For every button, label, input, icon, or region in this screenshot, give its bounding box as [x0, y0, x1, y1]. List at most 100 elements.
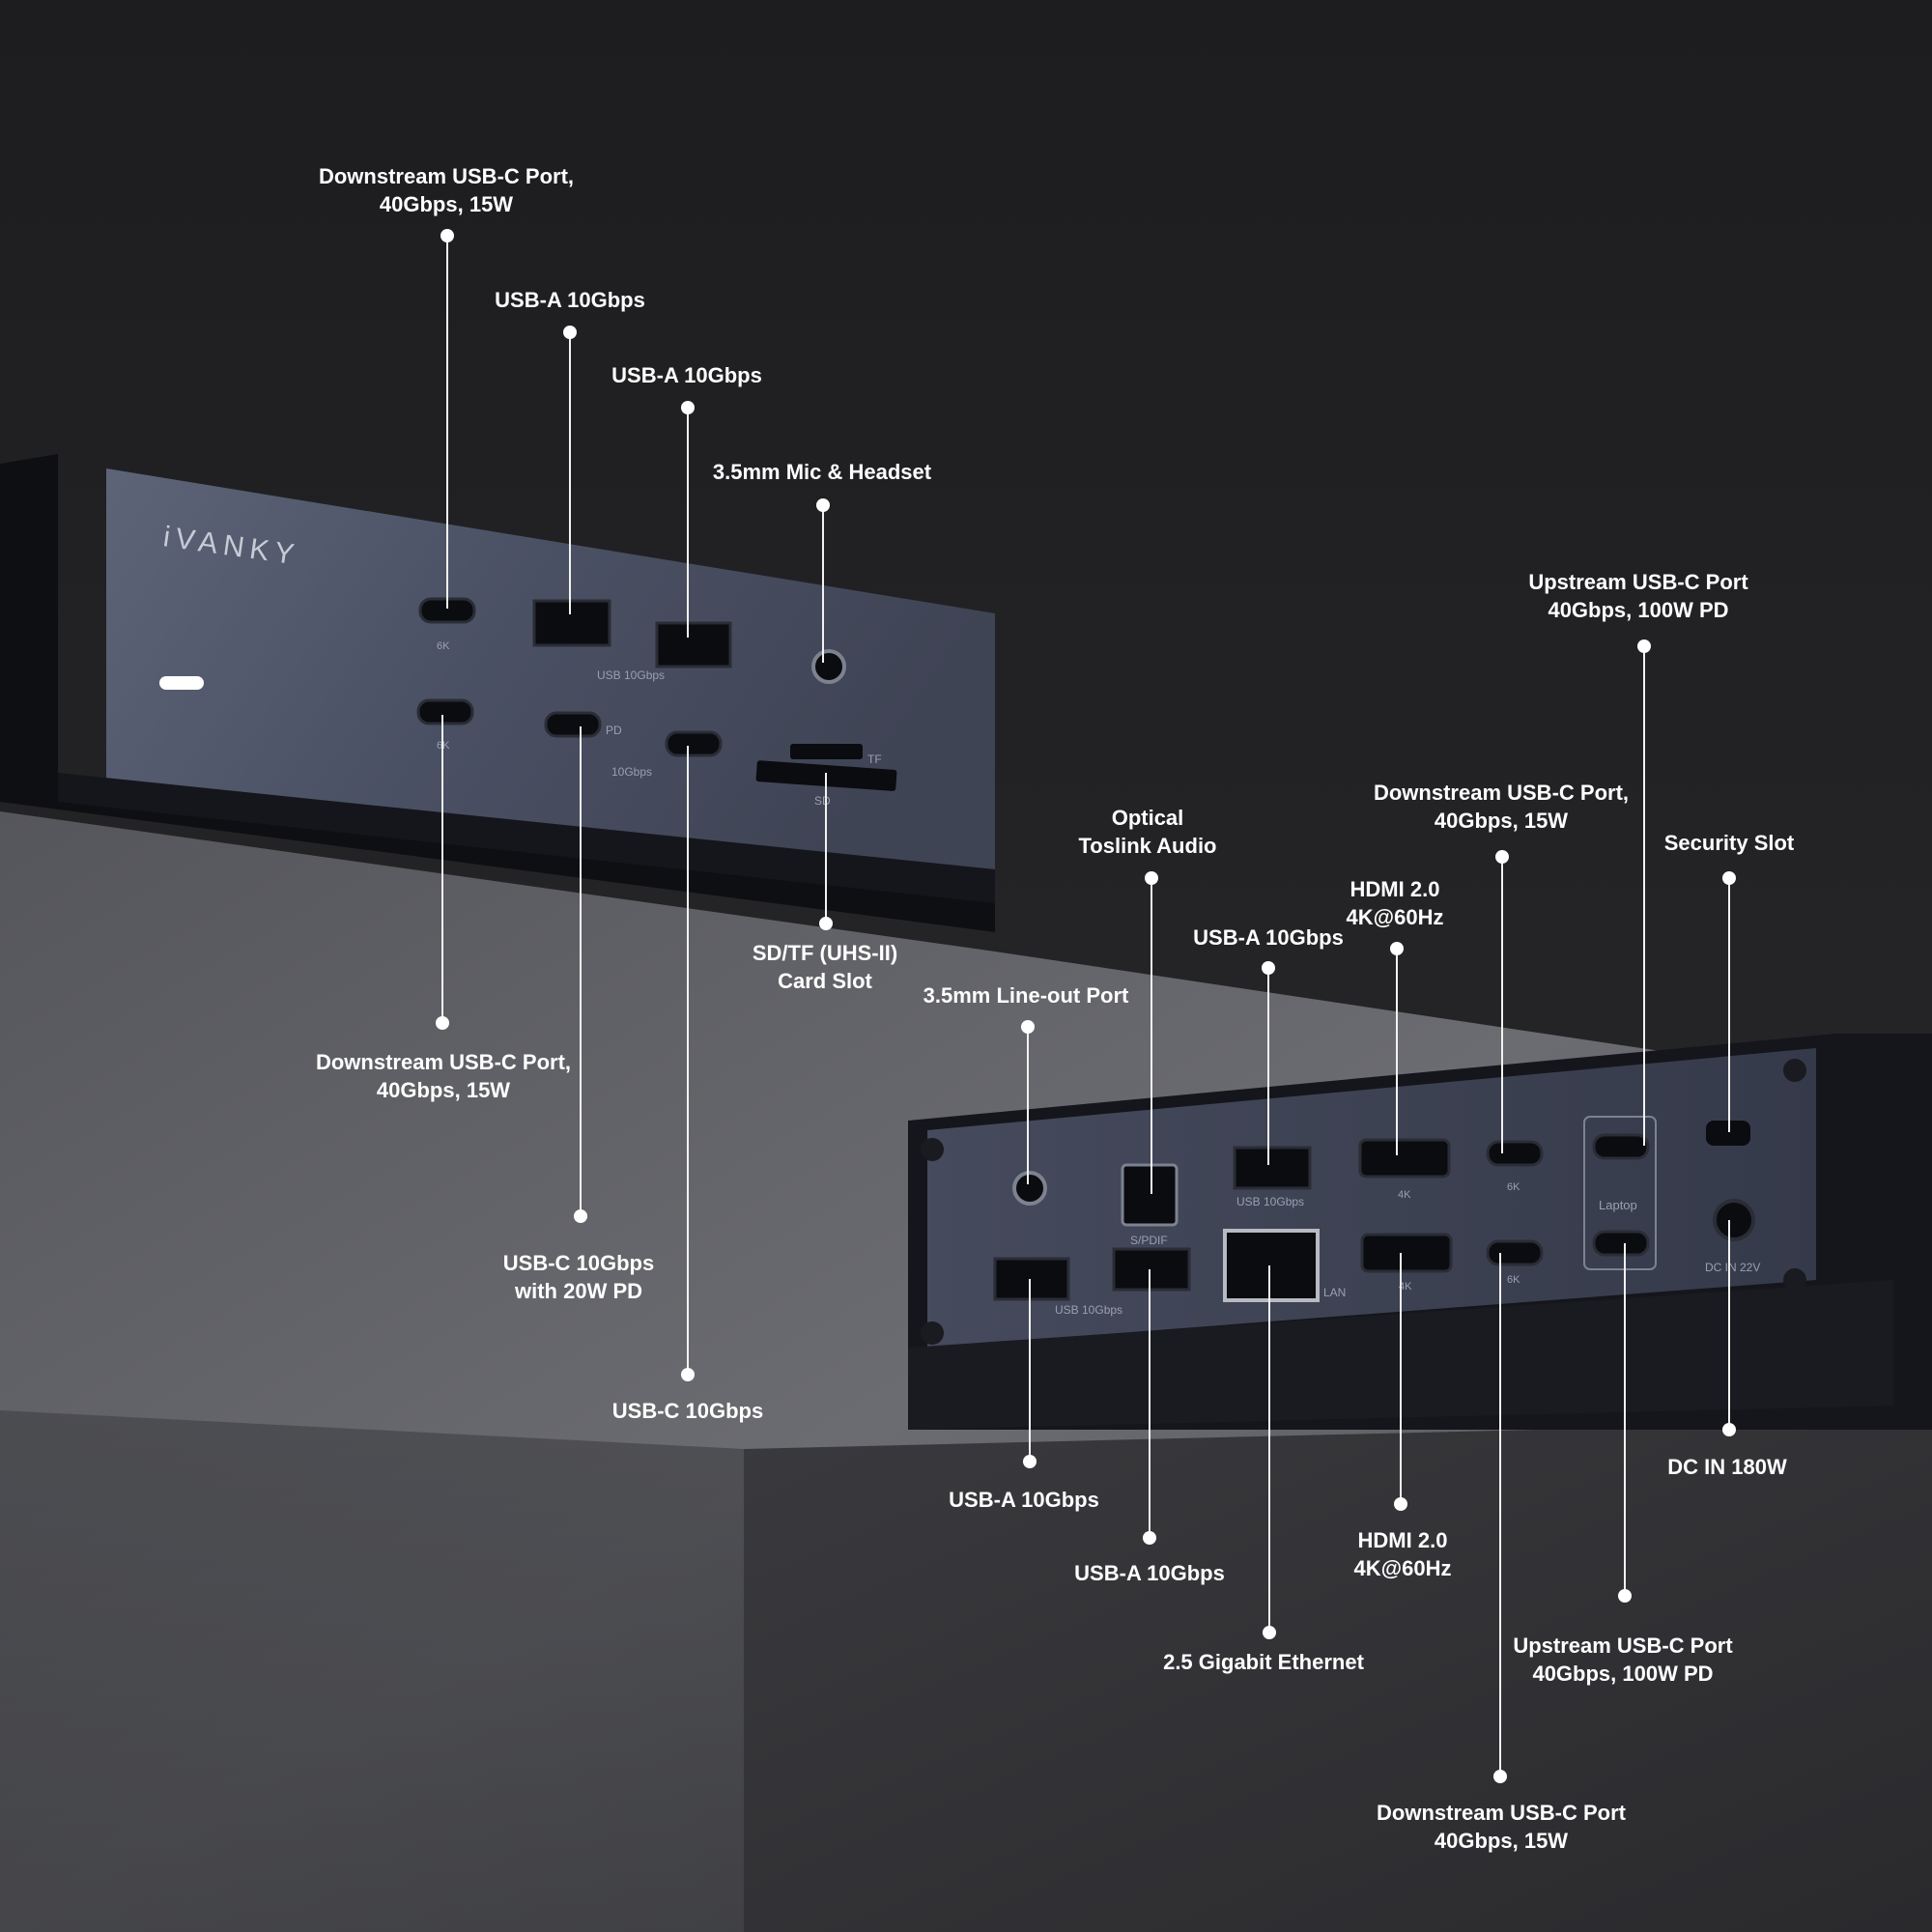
- rear-upstream-port-top: [1592, 1133, 1650, 1160]
- front-usbc-10g-leader-dot: [681, 1368, 695, 1381]
- rear-screw-br: [1783, 1268, 1806, 1292]
- front-usb-mark: USB 10Gbps: [597, 668, 665, 682]
- rear-security-label: Security Slot: [1664, 829, 1794, 857]
- rear-usba-top-leader-line: [1267, 968, 1269, 1165]
- front-usbc-pd-port: [544, 711, 602, 738]
- front-usbc-port-bottom: [416, 698, 474, 725]
- front-10g-mark: 10Gbps: [611, 765, 652, 779]
- front-usba-2-leader-line: [687, 408, 689, 638]
- front-usbc-10g-label-line: USB-C 10Gbps: [611, 1399, 764, 1423]
- rear-ethernet-port: [1223, 1229, 1320, 1302]
- front-dock-bottom-edge: [58, 773, 995, 903]
- front-tf-mark: TF: [867, 753, 882, 766]
- rear-dc-label-line: DC IN 180W: [1667, 1455, 1787, 1479]
- rear-usba-left-leader-line: [1029, 1279, 1031, 1462]
- rear-downstream-top-label-line: Downstream USB-C Port,: [1373, 781, 1630, 805]
- rear-upstream-bottom-leader-line: [1624, 1243, 1626, 1596]
- rear-hdmi-bottom-label-line: HDMI 2.0: [1357, 1528, 1448, 1552]
- front-usbc-down-bottom-label: Downstream USB-C Port,40Gbps, 15W: [316, 1048, 571, 1104]
- rear-screw-tr: [1783, 1059, 1806, 1082]
- rear-usba-mid-leader-dot: [1143, 1531, 1156, 1545]
- rear-dc-mark: DC IN 22V: [1705, 1261, 1760, 1274]
- front-6k-mark-bottom: 6K: [437, 740, 450, 752]
- front-sd-tf-leader-dot: [819, 917, 833, 930]
- rear-downstream-top-label: Downstream USB-C Port, 40Gbps, 15W: [1374, 779, 1629, 835]
- rear-lineout-label-line: 3.5mm Line-out Port: [923, 983, 1129, 1008]
- rear-hdmi-port-bottom: [1360, 1233, 1453, 1273]
- rear-ethernet-leader-dot: [1263, 1626, 1276, 1639]
- rear-security-leader-dot: [1722, 871, 1736, 885]
- rear-upstream-top-leader-dot: [1637, 639, 1651, 653]
- rear-ethernet-label: 2.5 Gigabit Ethernet: [1163, 1648, 1364, 1676]
- front-usbc-pd-leader-dot: [574, 1209, 587, 1223]
- rear-downstream-bottom-label-line: 40Gbps, 15W: [1434, 1829, 1569, 1853]
- rear-screw-bl: [921, 1321, 944, 1345]
- rear-upstream-bottom-label-line: 40Gbps, 100W PD: [1532, 1662, 1714, 1686]
- front-usbc-down-top-label-line: Downstream USB-C Port,: [318, 164, 575, 188]
- front-sd-tf-label-line: Card Slot: [778, 969, 872, 993]
- rear-usba-top-label: USB-A 10Gbps: [1193, 923, 1344, 952]
- rear-usb-mark-top: USB 10Gbps: [1236, 1195, 1304, 1208]
- front-usbc-10g-leader-line: [687, 746, 689, 1375]
- rear-ethernet-label-line: 2.5 Gigabit Ethernet: [1163, 1650, 1364, 1674]
- rear-lineout-jack: [1012, 1171, 1047, 1206]
- front-usba-2-label-line: USB-A 10Gbps: [611, 363, 762, 387]
- pedestal-block: [744, 1420, 1932, 1932]
- rear-usba-mid-label: USB-A 10Gbps: [1074, 1559, 1225, 1587]
- rear-hdmi-top-leader-line: [1396, 949, 1398, 1155]
- rear-screw-tl: [921, 1138, 944, 1161]
- rear-4k-mark-bottom: 4K: [1399, 1281, 1412, 1293]
- front-usbc-10g-label: USB-C 10Gbps: [612, 1397, 763, 1425]
- rear-usba-left-label-line: USB-A 10Gbps: [949, 1488, 1099, 1512]
- rear-optical-leader-line: [1151, 878, 1152, 1194]
- rear-ethernet-leader-line: [1268, 1265, 1270, 1633]
- front-6k-mark-top: 6K: [437, 640, 450, 652]
- rear-usba-top-label-line: USB-A 10Gbps: [1193, 925, 1344, 950]
- rear-upstream-bottom-leader-dot: [1618, 1589, 1632, 1603]
- front-usba-1-label-line: USB-A 10Gbps: [495, 288, 645, 312]
- rear-security-slot: [1706, 1121, 1750, 1146]
- front-sd-tf-label-line: SD/TF (UHS-II): [752, 941, 898, 965]
- rear-6k-mark-top: 6K: [1507, 1181, 1520, 1193]
- front-mic-leader-dot: [816, 498, 830, 512]
- rear-downstream-top-leader-dot: [1495, 850, 1509, 864]
- rear-hdmi-top-label-line: HDMI 2.0: [1350, 877, 1440, 901]
- rear-optical-leader-dot: [1145, 871, 1158, 885]
- rear-laptop-mark: Laptop: [1599, 1198, 1637, 1212]
- front-usbc-down-top-label-line: 40Gbps, 15W: [379, 192, 514, 216]
- rear-hdmi-bottom-leader-line: [1400, 1253, 1402, 1504]
- lower-floor: [0, 1410, 744, 1932]
- rear-usba-left-leader-dot: [1023, 1455, 1037, 1468]
- rear-downstream-bottom-leader-line: [1499, 1253, 1501, 1776]
- front-usbc-down-bottom-leader-line: [441, 715, 443, 1023]
- front-usba-port-1: [532, 599, 611, 647]
- rear-6k-mark-bottom: 6K: [1507, 1274, 1520, 1286]
- front-usbc-down-top-leader-dot: [440, 229, 454, 242]
- rear-downstream-bottom-leader-dot: [1493, 1770, 1507, 1783]
- front-usbc-pd-label-line: with 20W PD: [514, 1279, 643, 1303]
- rear-lineout-leader-dot: [1021, 1020, 1035, 1034]
- rear-usbc-port-top: [1486, 1140, 1544, 1167]
- front-mic-jack: [811, 649, 846, 684]
- rear-downstream-top-label-line: 40Gbps, 15W: [1434, 809, 1569, 833]
- rear-usbc-port-bottom: [1486, 1239, 1544, 1266]
- rear-lineout-label: 3.5mm Line-out Port: [923, 981, 1129, 1009]
- front-dock: iVANKY 6K 6K USB 10Gbps PD 10Gbps TF SD: [0, 454, 995, 932]
- rear-dc-leader-dot: [1722, 1423, 1736, 1436]
- rear-4k-mark-top: 4K: [1398, 1189, 1411, 1201]
- rear-upstream-bottom-label-line: Upstream USB-C Port: [1513, 1634, 1733, 1658]
- power-led: [159, 676, 204, 690]
- rear-usba-port-mid: [1112, 1247, 1191, 1292]
- front-usba-1-label: USB-A 10Gbps: [495, 286, 645, 314]
- rear-hdmi-port-top: [1358, 1138, 1451, 1179]
- rear-laptop-group-frame: [1583, 1116, 1657, 1270]
- front-mic-leader-line: [822, 505, 824, 663]
- front-pd-mark: PD: [606, 724, 622, 737]
- rear-toslink-port: [1121, 1163, 1179, 1227]
- rear-spdif-mark: S/PDIF: [1130, 1234, 1168, 1247]
- rear-security-leader-line: [1728, 878, 1730, 1132]
